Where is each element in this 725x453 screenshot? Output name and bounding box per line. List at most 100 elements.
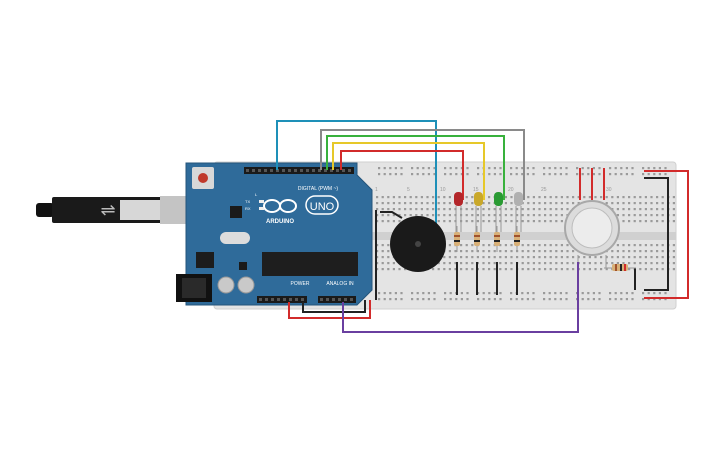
analog-header-pin[interactable] <box>326 298 329 301</box>
breadboard-hole <box>488 214 491 217</box>
power-header-pin[interactable] <box>271 298 274 301</box>
breadboard-hole <box>443 196 446 199</box>
power-header-pin[interactable] <box>295 298 298 301</box>
digital-header-pin[interactable] <box>318 169 321 172</box>
breadboard-hole <box>378 298 381 301</box>
breadboard-hole <box>555 244 558 247</box>
resistor-led-3[interactable] <box>494 226 500 252</box>
digital-header-pin[interactable] <box>294 169 297 172</box>
power-header-pin[interactable] <box>259 298 262 301</box>
digital-header-pin[interactable] <box>330 169 333 172</box>
power-header-pin[interactable] <box>265 298 268 301</box>
breadboard-hole <box>493 167 496 170</box>
analog-header-pin[interactable] <box>332 298 335 301</box>
breadboard-hole <box>394 298 397 301</box>
green-led[interactable] <box>494 192 503 232</box>
breadboard-hole <box>398 220 401 223</box>
leds[interactable] <box>454 192 523 232</box>
breadboard-hole <box>499 220 502 223</box>
power-header-pin[interactable] <box>301 298 304 301</box>
breadboard-hole <box>422 167 425 170</box>
piezo-buzzer[interactable] <box>390 216 446 272</box>
breadboard-hole <box>566 268 569 271</box>
breadboard-hole <box>592 173 595 176</box>
breadboard-hole <box>392 202 395 205</box>
breadboard-hole <box>499 167 502 170</box>
digital-header-pin[interactable] <box>300 169 303 172</box>
analog-header-pin[interactable] <box>320 298 323 301</box>
breadboard-hole <box>581 298 584 301</box>
resistor-sensor[interactable] <box>604 264 636 271</box>
breadboard-hole <box>581 173 584 176</box>
wire-purple-a0[interactable] <box>342 262 579 333</box>
analog-header[interactable] <box>318 296 356 303</box>
breadboard-hole <box>650 268 653 271</box>
wire-gray[interactable] <box>320 129 525 200</box>
arduino-uno-board[interactable]: ARDUINO UNO DIGITAL (PWM ~) POWER ANALOG… <box>176 162 373 306</box>
column-number-1: 1 <box>375 187 378 193</box>
digital-header-pin[interactable] <box>252 169 255 172</box>
wire-red-led[interactable] <box>340 150 464 200</box>
gas-sensor[interactable] <box>564 200 620 268</box>
resistor-led-4[interactable] <box>514 226 520 252</box>
digital-header-pin[interactable] <box>258 169 261 172</box>
digital-header-pin[interactable] <box>342 169 345 172</box>
resistor-led-2[interactable] <box>474 226 480 252</box>
analog-header-pin[interactable] <box>350 298 353 301</box>
red-led[interactable] <box>454 192 463 232</box>
digital-header-pin[interactable] <box>348 169 351 172</box>
power-header-pin[interactable] <box>277 298 280 301</box>
resistors[interactable] <box>454 226 636 271</box>
wire-red-5v[interactable] <box>288 300 371 319</box>
digital-header-pin[interactable] <box>276 169 279 172</box>
breadboard-hole <box>554 298 557 301</box>
power-header[interactable] <box>257 296 307 303</box>
digital-header-pin[interactable] <box>306 169 309 172</box>
breadboard-hole <box>387 268 390 271</box>
white-led[interactable] <box>514 192 523 232</box>
digital-header-pin[interactable] <box>336 169 339 172</box>
wire-yellow[interactable] <box>332 142 485 200</box>
wires[interactable] <box>276 120 689 333</box>
breadboard-hole <box>554 173 557 176</box>
breadboard-hole <box>381 196 384 199</box>
breadboard-hole <box>521 173 524 176</box>
wire-green[interactable] <box>326 135 505 200</box>
breadboard-hole <box>554 292 557 295</box>
atmega-chip <box>262 252 358 276</box>
wire-black-buzzer[interactable] <box>380 211 403 219</box>
wire-black-rail[interactable] <box>644 177 669 291</box>
wire-teal[interactable] <box>276 120 437 232</box>
usb-cable[interactable]: ⇌ <box>36 196 190 224</box>
breadboard-hole <box>622 220 625 223</box>
breadboard-hole <box>510 167 513 170</box>
power-header-pin[interactable] <box>289 298 292 301</box>
digital-header-pin[interactable] <box>324 169 327 172</box>
breadboard-hole <box>504 262 507 265</box>
yellow-led[interactable] <box>474 192 483 232</box>
digital-header-pin[interactable] <box>312 169 315 172</box>
digital-header[interactable] <box>244 167 354 174</box>
breadboard-hole <box>521 208 524 211</box>
wire-red-rail[interactable] <box>644 170 689 299</box>
digital-header-pin[interactable] <box>246 169 249 172</box>
digital-header-pin[interactable] <box>288 169 291 172</box>
power-header-pin[interactable] <box>283 298 286 301</box>
wire-black-gnd[interactable] <box>302 300 366 313</box>
breadboard-hole <box>644 196 647 199</box>
analog-header-pin[interactable] <box>344 298 347 301</box>
reset-button-cap[interactable] <box>198 173 208 183</box>
breadboard-hole <box>549 202 552 205</box>
breadboard-hole <box>488 202 491 205</box>
digital-header-pin[interactable] <box>270 169 273 172</box>
breadboard-hole <box>566 196 569 199</box>
digital-header-pin[interactable] <box>282 169 285 172</box>
digital-header-pin[interactable] <box>264 169 267 172</box>
resistor-led-1[interactable] <box>454 226 460 252</box>
breadboard-hole <box>381 202 384 205</box>
breadboard-hole <box>644 202 647 205</box>
breadboard-hole <box>587 298 590 301</box>
breadboard-hole <box>433 292 436 295</box>
analog-header-pin[interactable] <box>338 298 341 301</box>
